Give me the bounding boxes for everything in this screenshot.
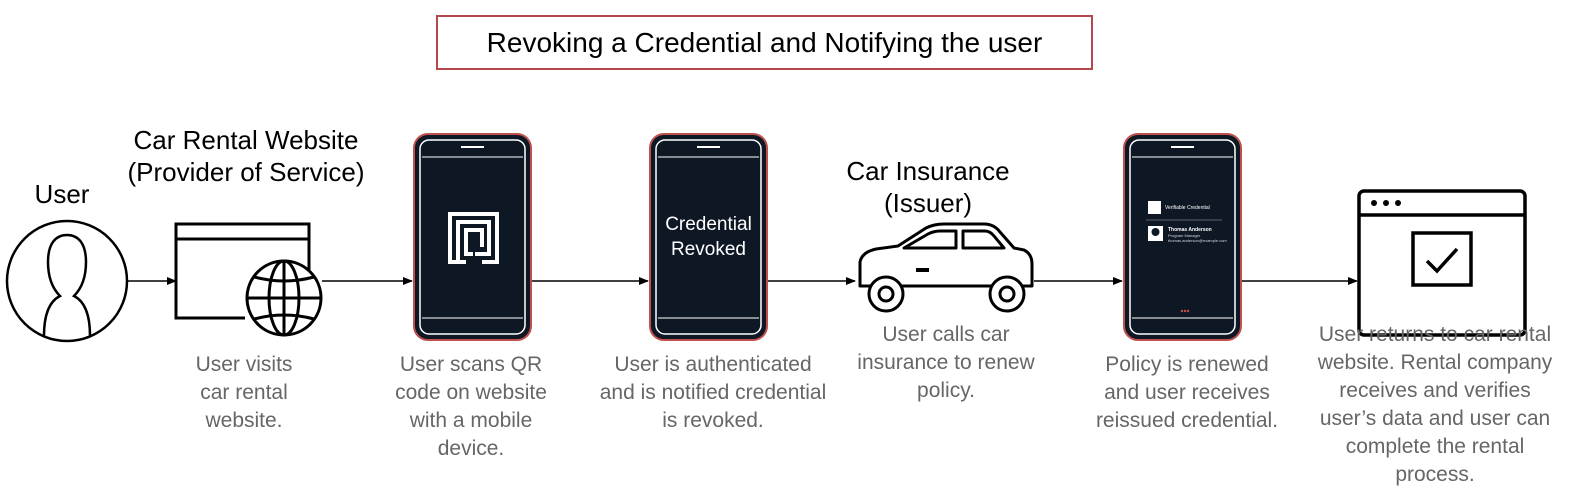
credential-card-email: thomas.anderson@example.com xyxy=(1168,238,1227,243)
car-insurance-heading: Car Insurance (Issuer) xyxy=(846,156,1010,218)
step6-caption: User returns to car rental website. Rent… xyxy=(1317,323,1553,486)
car-rental-heading: Car Rental Website (Provider of Service) xyxy=(127,125,365,187)
website-globe-icon xyxy=(174,222,323,337)
user-icon xyxy=(5,219,129,343)
revoked-screen-text: Credential Revoked xyxy=(665,214,752,260)
qr-logo-icon xyxy=(448,212,499,264)
phone-revoked-icon xyxy=(649,133,768,341)
car-icon xyxy=(858,222,1034,313)
step1-caption: User visits car rental website. xyxy=(195,353,293,432)
credential-card-title: Verifiable Credential xyxy=(1165,205,1210,211)
user-heading: User xyxy=(34,179,90,209)
diagram-title: Revoking a Credential and Notifying the … xyxy=(436,15,1093,70)
step4-caption: User calls car insurance to renew policy… xyxy=(857,323,1035,402)
step5-caption: Policy is renewed and user receives reis… xyxy=(1095,353,1279,432)
credential-badge-icon xyxy=(1148,201,1161,214)
credential-card-name: Thomas Anderson xyxy=(1168,227,1212,233)
phone-credential-icon xyxy=(1123,133,1242,341)
phone-qr-icon xyxy=(413,133,532,341)
step3-caption: User is authenticated and is notified cr… xyxy=(599,353,827,432)
credential-card-role: Program Manager xyxy=(1168,233,1201,238)
browser-check-icon xyxy=(1357,189,1527,337)
step2-caption: User scans QR code on website with a mob… xyxy=(395,353,547,460)
